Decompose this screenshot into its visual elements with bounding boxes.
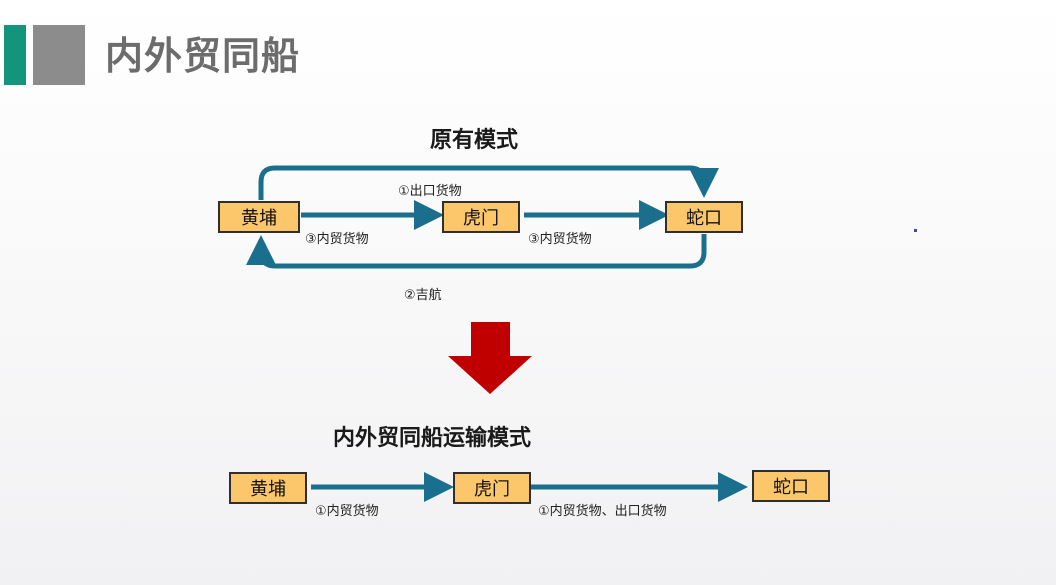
new-port-humen: 虎门 — [453, 472, 531, 504]
new-combined-cargo-label: ①内贸货物、出口货物 — [538, 504, 667, 519]
stray-dot — [914, 229, 917, 232]
new-mode-title: 内外贸同船运输模式 — [333, 426, 532, 451]
original-mode-title: 原有模式 — [430, 128, 519, 153]
new-port-huangpu: 黄埔 — [229, 472, 307, 504]
export-loop-arrow — [258, 165, 719, 200]
domestic-cargo-label-1: ③内贸货物 — [305, 232, 369, 247]
new-domestic-cargo-label: ①内贸货物 — [315, 504, 379, 519]
empty-return-label: ②吉航 — [404, 288, 442, 303]
accent-bar — [4, 25, 26, 85]
port-huangpu: 黄埔 — [218, 201, 300, 233]
transition-arrow — [448, 322, 532, 394]
title-block — [33, 25, 85, 85]
page-title: 内外贸同船 — [105, 34, 301, 78]
port-shekou: 蛇口 — [665, 201, 743, 233]
return-loop-arrow — [246, 234, 707, 269]
port-humen: 虎门 — [442, 201, 520, 233]
domestic-cargo-label-2: ③内贸货物 — [528, 232, 592, 247]
new-port-shekou: 蛇口 — [752, 470, 830, 502]
export-cargo-label: ①出口货物 — [398, 184, 462, 199]
